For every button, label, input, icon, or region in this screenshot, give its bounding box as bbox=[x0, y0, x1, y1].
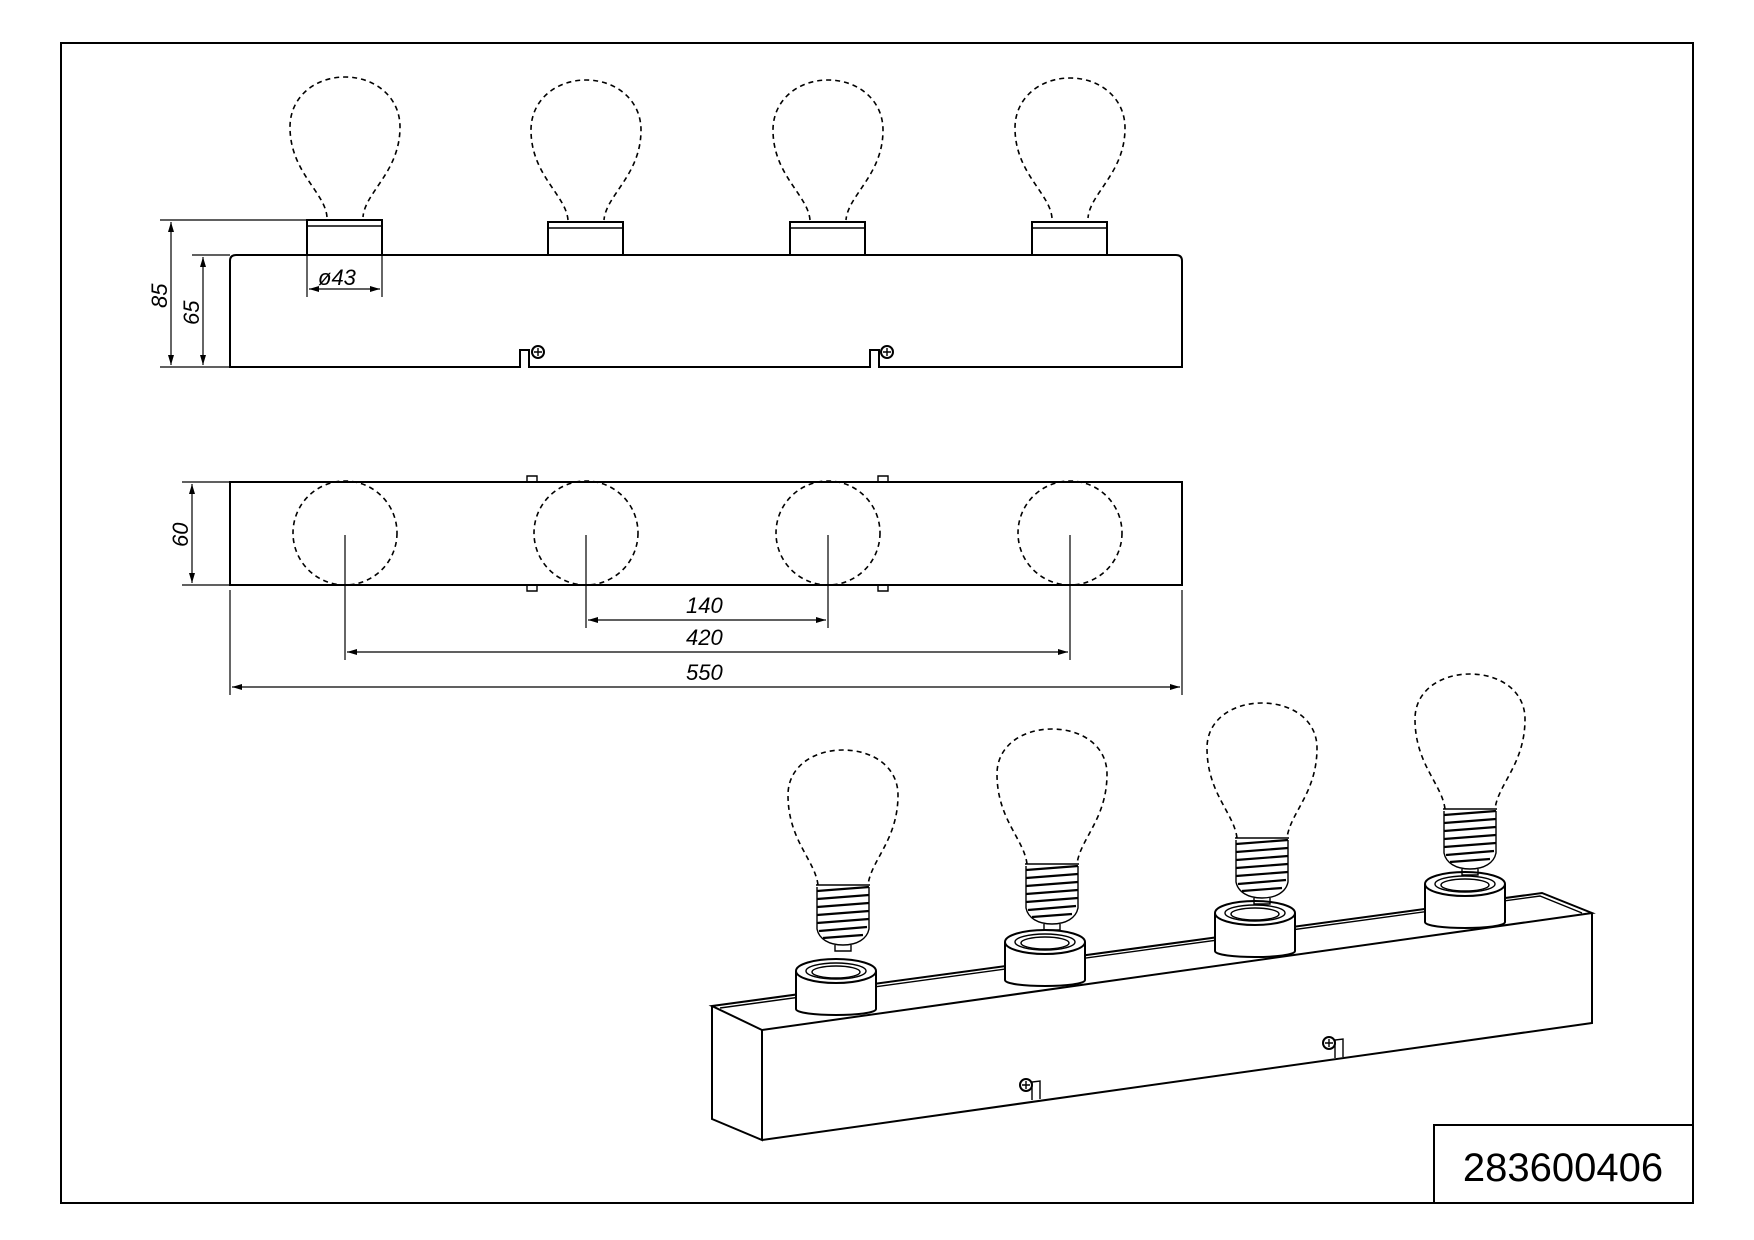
iso-screw-1 bbox=[1019, 1078, 1033, 1092]
product-code-box: 283600406 bbox=[1433, 1124, 1693, 1203]
iso-bulb-4 bbox=[1413, 672, 1527, 877]
dim-total-length: 550 bbox=[686, 660, 723, 685]
dim-outer-bulb-distance: 420 bbox=[686, 625, 723, 650]
iso-socket-3 bbox=[1214, 900, 1296, 958]
iso-socket-4 bbox=[1424, 871, 1506, 929]
dim-body-height: 65 bbox=[179, 300, 204, 325]
product-code: 283600406 bbox=[1463, 1146, 1663, 1190]
front-socket-2 bbox=[547, 221, 624, 256]
iso-bulb-1 bbox=[786, 748, 900, 953]
front-bulb-3 bbox=[772, 79, 884, 221]
isometric-view bbox=[708, 672, 1596, 1142]
top-body bbox=[229, 481, 1183, 586]
iso-socket-1 bbox=[795, 958, 877, 1016]
iso-socket-2 bbox=[1004, 929, 1086, 987]
iso-bulb-2 bbox=[995, 727, 1109, 932]
iso-body-side bbox=[761, 913, 1593, 1141]
front-socket-1 bbox=[306, 219, 383, 256]
drawing-frame bbox=[60, 42, 1694, 1204]
dim-bulb-spacing: 140 bbox=[686, 593, 723, 618]
top-view: 60 140 420 550 bbox=[168, 475, 1183, 695]
front-body bbox=[229, 254, 1183, 368]
dim-socket-diameter: ø43 bbox=[318, 265, 357, 290]
dim-total-height: 85 bbox=[147, 283, 172, 308]
front-bulb-2 bbox=[530, 79, 642, 221]
front-bulb-4 bbox=[1014, 77, 1126, 219]
front-screw-1 bbox=[531, 345, 545, 359]
front-bulbs bbox=[289, 76, 1126, 221]
iso-screw-2 bbox=[1322, 1036, 1336, 1050]
dim-depth: 60 bbox=[168, 522, 193, 547]
iso-bulb-3 bbox=[1205, 701, 1319, 906]
front-view: 85 65 ø43 bbox=[147, 76, 1183, 368]
front-screw-2 bbox=[880, 345, 894, 359]
front-bulb-1 bbox=[289, 76, 401, 218]
front-socket-3 bbox=[789, 221, 866, 256]
front-socket-4 bbox=[1031, 221, 1108, 256]
front-sockets bbox=[306, 219, 1108, 256]
iso-body-front bbox=[711, 1006, 763, 1142]
